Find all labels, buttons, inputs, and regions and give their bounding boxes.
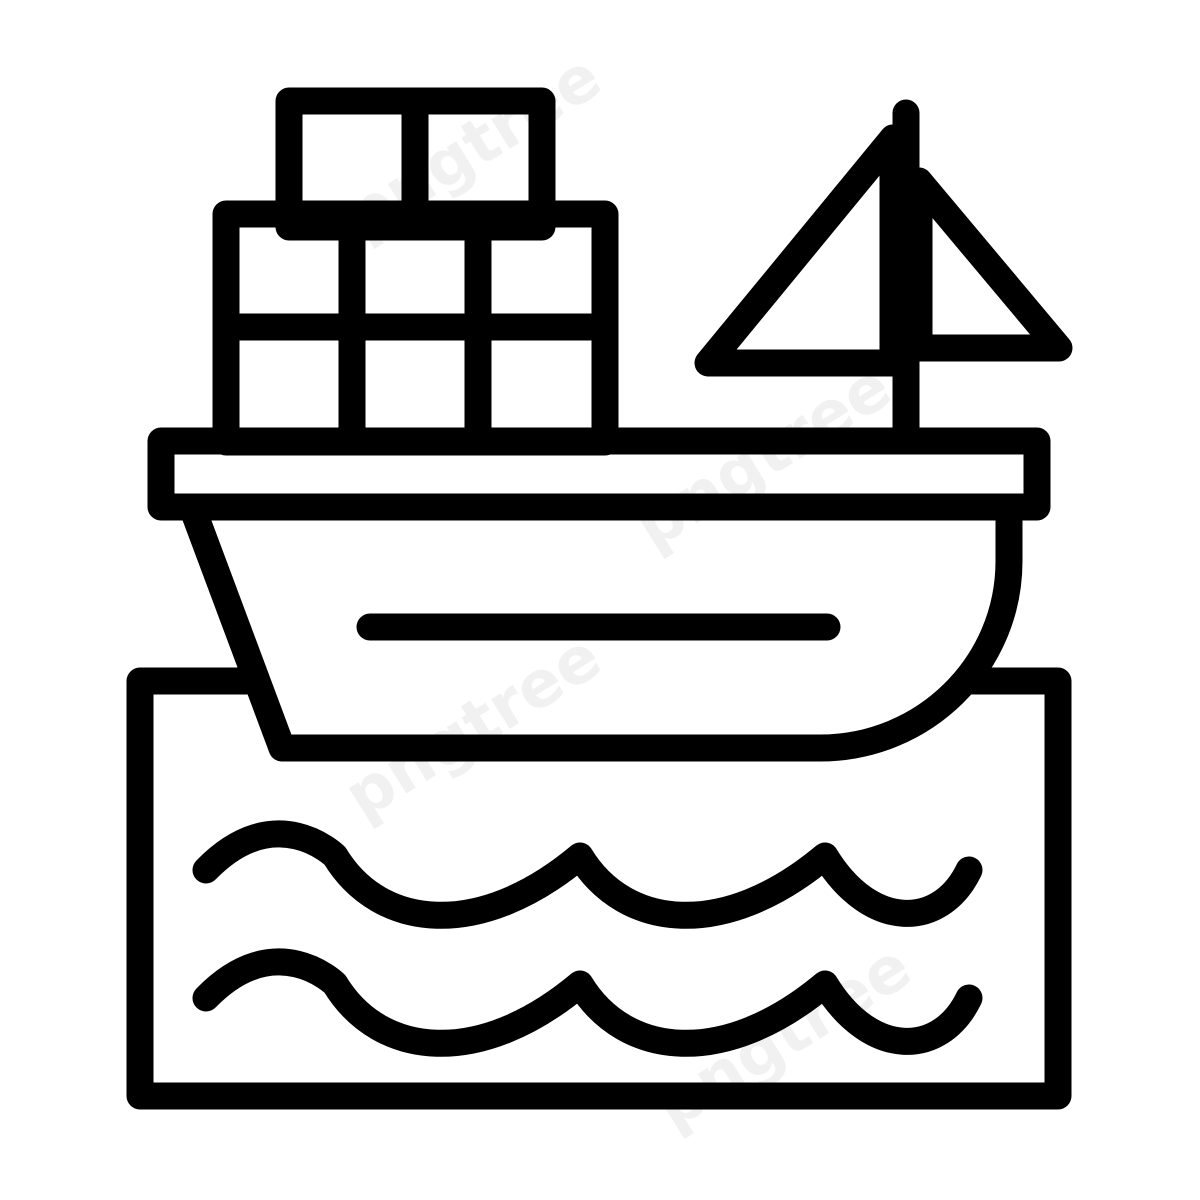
hull: [178, 493, 1023, 762]
wave-top: [192, 820, 983, 929]
water-frame: [126, 667, 1072, 1110]
deck: [147, 427, 1051, 521]
wave-bottom: [192, 948, 983, 1057]
ship-illustration: [126, 87, 1073, 1110]
sail: [694, 124, 907, 377]
jib-sail: [905, 167, 1073, 362]
